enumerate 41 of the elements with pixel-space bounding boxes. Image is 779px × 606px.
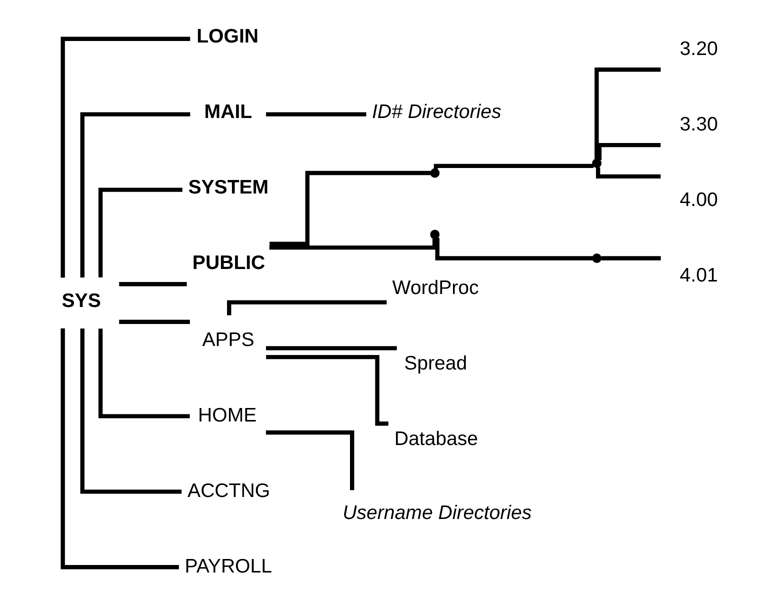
node-text: Database [394, 428, 478, 450]
connector [118, 320, 190, 324]
node-text: 3.30 [679, 114, 718, 136]
connector [98, 188, 182, 278]
node-point [430, 230, 440, 240]
connector [595, 167, 660, 179]
connector [265, 430, 354, 490]
connector [266, 346, 396, 350]
node-text: HOME [198, 404, 256, 426]
node-text: Spread [404, 352, 467, 375]
node-text: 3.20 [679, 38, 718, 60]
connector [434, 238, 592, 260]
node-point [430, 168, 440, 178]
connector [60, 328, 178, 570]
node-point [592, 254, 602, 263]
connector [118, 282, 186, 286]
node-text: WordProc [392, 277, 478, 300]
node-text: LOGIN [196, 26, 258, 48]
connector [600, 256, 660, 260]
node-text: ACCTNG [187, 480, 270, 502]
node-text: PUBLIC [192, 252, 265, 274]
node-text: APPS [202, 328, 254, 351]
connector [80, 112, 190, 278]
connector [269, 170, 430, 246]
node-text: ID# Directories [372, 101, 501, 124]
node-text: 4.00 [679, 189, 718, 212]
connector [98, 328, 190, 418]
connector [266, 112, 366, 116]
node-text: PAYROLL [184, 555, 272, 578]
connector [60, 36, 190, 278]
connector [268, 238, 436, 250]
connector [594, 68, 660, 160]
node-point [592, 158, 602, 168]
connector [433, 164, 593, 169]
node-text: SYSTEM [188, 176, 268, 199]
node-text: SYS [61, 290, 100, 312]
connector [80, 328, 182, 494]
connector [596, 143, 660, 160]
node-text: MAIL [204, 101, 252, 124]
node-text: 4.01 [679, 264, 718, 287]
node-text: Username Directories [342, 502, 532, 524]
